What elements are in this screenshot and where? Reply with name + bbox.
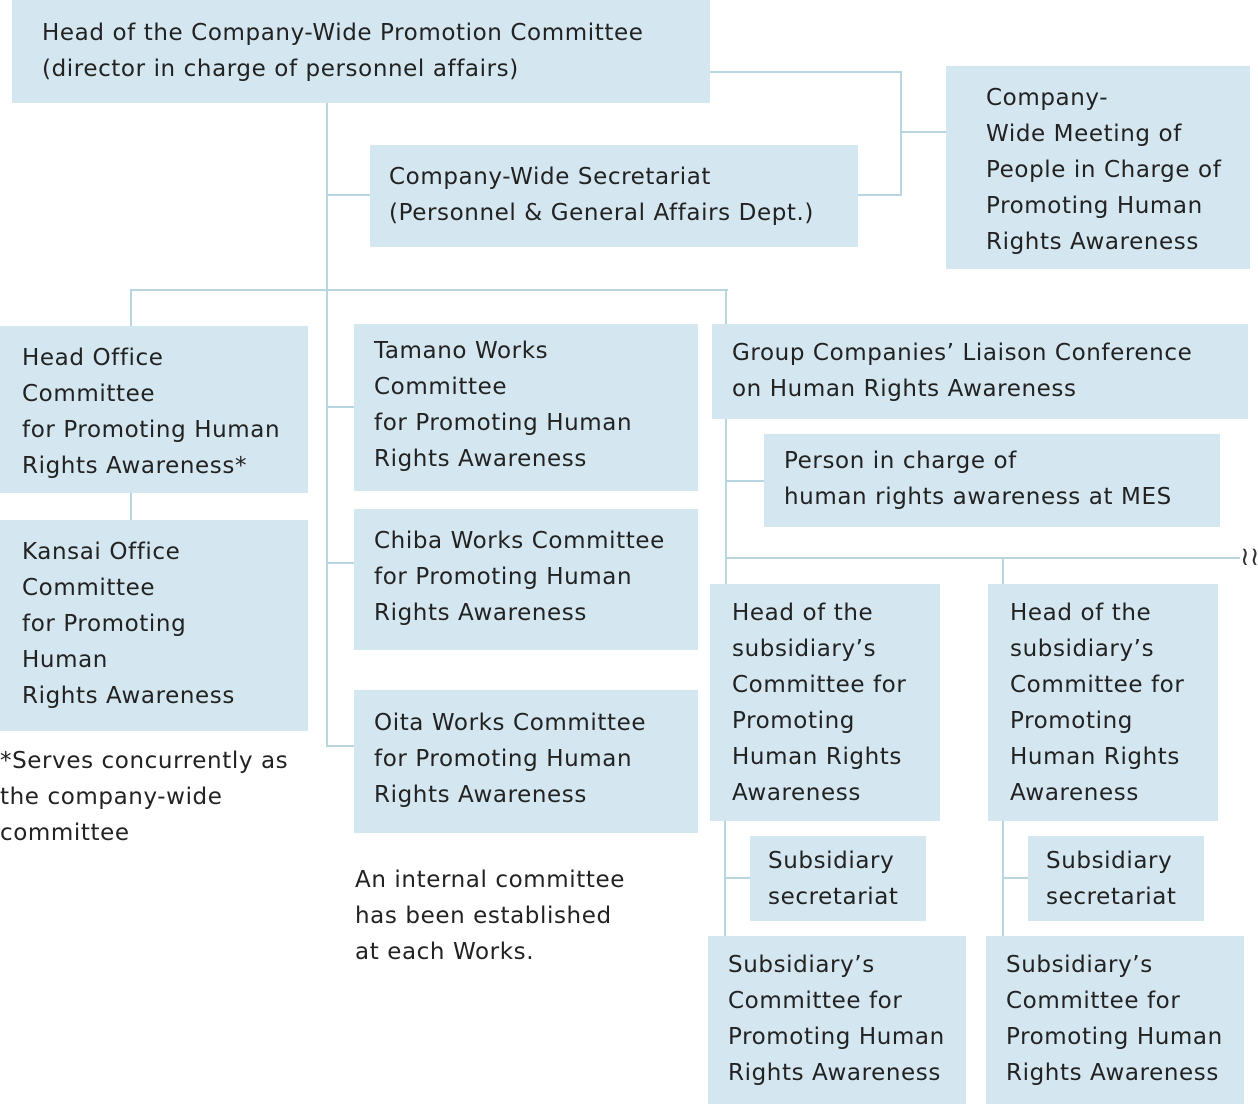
chiba-works-committee: Chiba Works Committee for Promoting Huma… bbox=[354, 509, 698, 650]
connector bbox=[1002, 557, 1004, 584]
connector bbox=[1002, 877, 1028, 879]
kansai-office-committee: Kansai Office Committee for Promoting Hu… bbox=[0, 520, 308, 731]
head-office-committee: Head Office Committee for Promoting Huma… bbox=[0, 326, 308, 493]
connector bbox=[130, 493, 132, 520]
connector bbox=[858, 194, 902, 196]
subsidiary-secretariat: Subsidiary secretariat bbox=[1028, 836, 1204, 921]
connector bbox=[327, 194, 370, 196]
connector bbox=[725, 557, 1240, 559]
connector bbox=[327, 406, 354, 408]
subsidiary-committee: Subsidiary’s Committee for Promoting Hum… bbox=[986, 936, 1244, 1104]
subsidiary-committee-head: Head of the subsidiary’s Committee for P… bbox=[988, 584, 1218, 821]
subsidiary-committee: Subsidiary’s Committee for Promoting Hum… bbox=[708, 936, 966, 1104]
connector bbox=[901, 131, 946, 133]
connector bbox=[327, 562, 354, 564]
connector bbox=[326, 103, 328, 747]
connector bbox=[710, 71, 902, 73]
connector bbox=[130, 289, 132, 326]
connector bbox=[725, 480, 764, 482]
group-liaison-conference: Group Companies’ Liaison Conference on H… bbox=[712, 324, 1248, 419]
tamano-works-committee: Tamano Works Committee for Promoting Hum… bbox=[354, 324, 698, 491]
company-wide-meeting: Company- Wide Meeting of People in Charg… bbox=[946, 66, 1250, 269]
works-note: An internal committee has been establish… bbox=[355, 867, 626, 965]
connector bbox=[327, 745, 354, 747]
subsidiary-secretariat: Subsidiary secretariat bbox=[750, 836, 926, 921]
mes-person-in-charge: Person in charge of human rights awarene… bbox=[764, 434, 1220, 527]
company-wide-committee-head: Head of the Company-Wide Promotion Commi… bbox=[12, 0, 710, 103]
connector bbox=[724, 877, 750, 879]
subsidiary-committee-head: Head of the subsidiary’s Committee for P… bbox=[710, 584, 940, 821]
continuation-mark: ≀≀ bbox=[1240, 542, 1258, 572]
footnote: *Serves concurrently as the company-wide… bbox=[0, 748, 289, 846]
company-wide-secretariat: Company-Wide Secretariat (Personnel & Ge… bbox=[370, 145, 858, 247]
connector bbox=[725, 419, 727, 584]
connector bbox=[900, 71, 902, 196]
oita-works-committee: Oita Works Committee for Promoting Human… bbox=[354, 690, 698, 833]
connector bbox=[725, 289, 727, 324]
connector bbox=[130, 289, 728, 291]
